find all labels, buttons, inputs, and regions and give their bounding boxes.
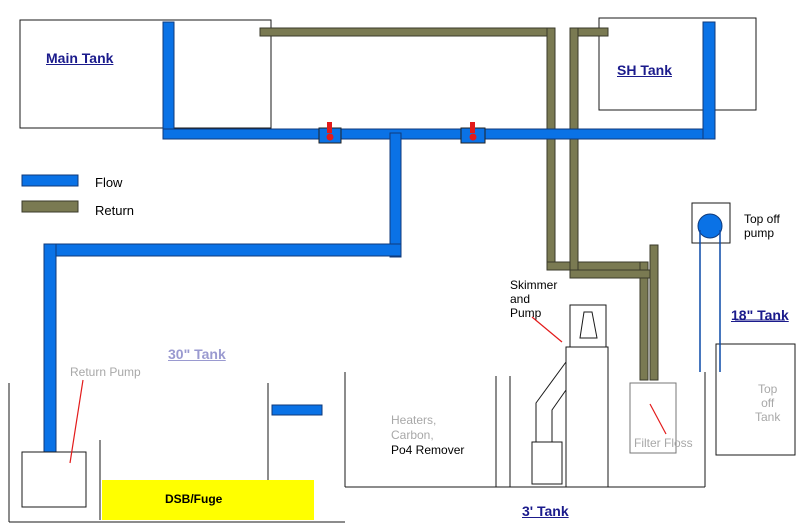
main-tank-label: Main Tank (46, 50, 114, 66)
sump-outline (8, 372, 706, 523)
tank-18-box (715, 343, 796, 456)
return-pipe (259, 27, 659, 381)
valve-right-icon (460, 122, 486, 144)
tank-18-label: 18" Tank (731, 307, 789, 323)
legend-flow-swatch (21, 174, 79, 187)
legend-return-label: Return (95, 203, 135, 218)
flow-pipe (43, 21, 716, 497)
filter-floss-box (629, 382, 677, 454)
dsb-fuge-label: DSB/Fuge (165, 492, 223, 506)
filter-floss-pointer (649, 403, 667, 435)
topoff-tubes (699, 230, 721, 372)
heaters-label-line1: Heaters, (391, 413, 437, 427)
skimmer-pump-label: Skimmer and Pump (510, 278, 558, 320)
topoff-pump-icon (697, 213, 723, 239)
topoff-pump-label: Top off pump (744, 212, 780, 240)
return-pump-label: Return Pump (70, 365, 141, 379)
skimmer-pointer (531, 316, 563, 343)
skimmer-icon (531, 304, 609, 488)
filter-floss-label: Filter Floss (634, 436, 693, 450)
main-tank-box (19, 19, 272, 129)
tank-3ft-label: 3' Tank (522, 503, 569, 519)
valve-left-icon (318, 122, 342, 144)
legend-flow-label: Flow (95, 175, 123, 190)
dsb-fuge-bed (102, 480, 314, 520)
heaters-label-line2: Carbon, (391, 428, 434, 442)
tank-30-label: 30" Tank (168, 346, 226, 362)
sh-tank-box (598, 17, 757, 111)
legend-return-swatch (21, 200, 79, 213)
return-pump-pointer (69, 379, 84, 464)
topoff-tank-label: Top off Tank (755, 382, 781, 424)
return-pump-box (21, 451, 87, 508)
heaters-label-line3: Po4 Remover (391, 443, 465, 457)
sh-tank-label: SH Tank (617, 62, 672, 78)
